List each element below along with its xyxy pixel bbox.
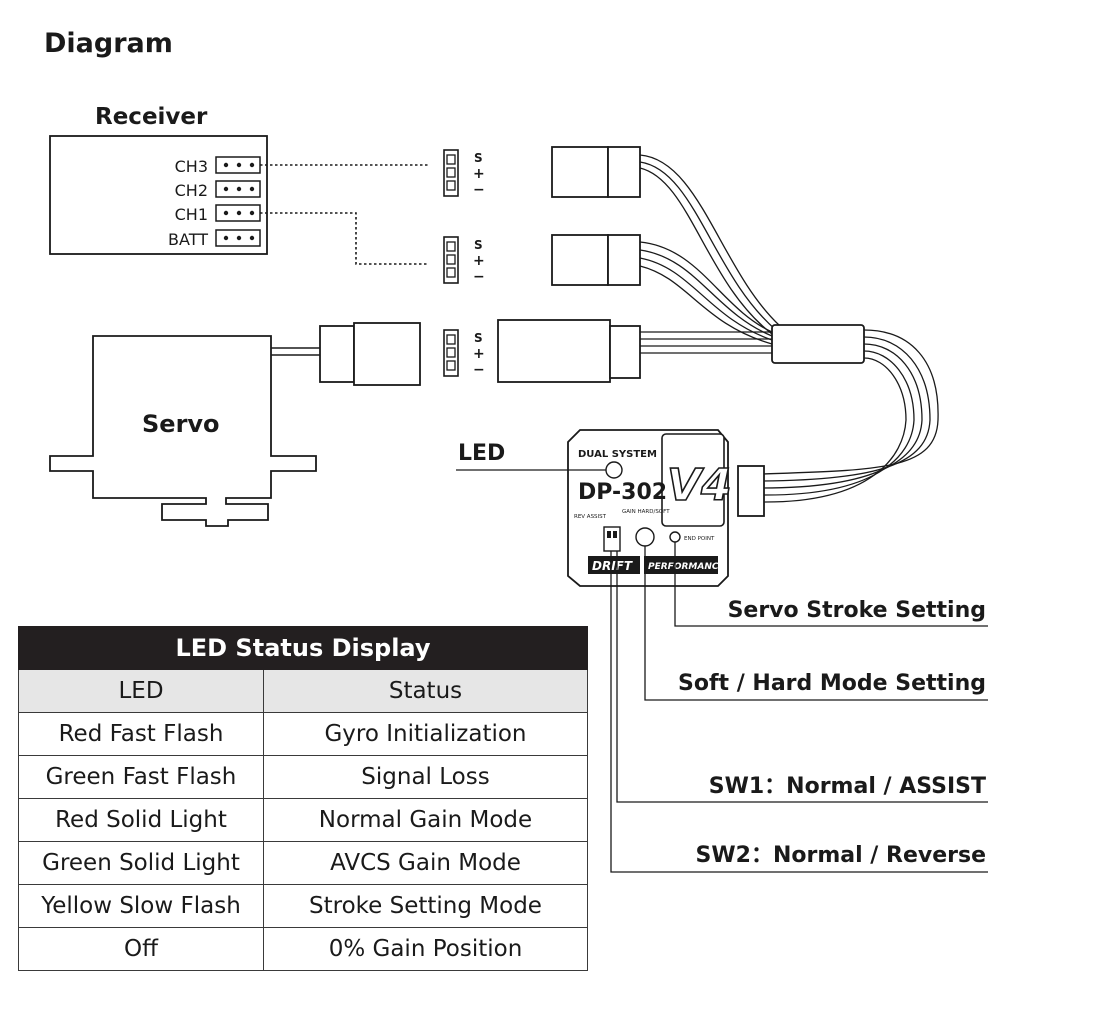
svg-text:+: + — [473, 253, 485, 269]
receiver-pin-header — [215, 156, 261, 247]
harness-plug — [551, 234, 641, 286]
receiver-channel-label: BATT — [168, 230, 208, 249]
callout-lines — [456, 469, 988, 873]
led-cell: Green Fast Flash — [18, 755, 264, 799]
status-cell: Signal Loss — [263, 755, 588, 799]
ch1-dotted-connection — [260, 212, 428, 265]
gyro-version-logo: V4 — [667, 460, 732, 511]
status-cell: Gyro Initialization — [263, 712, 588, 756]
led-cell: Red Fast Flash — [18, 712, 264, 756]
led-cell: Red Solid Light — [18, 798, 264, 842]
led-cell: Yellow Slow Flash — [18, 884, 264, 928]
gyro-gain-label: GAIN HARD/SOFT — [622, 509, 670, 515]
servo-plug — [353, 322, 421, 386]
led-cell: Off — [18, 927, 264, 971]
led-indicator — [605, 461, 623, 479]
table-row: Yellow Slow Flash Stroke Setting Mode — [18, 884, 588, 928]
svg-text:−: − — [473, 362, 485, 378]
receiver-channel-label: CH2 — [175, 181, 208, 200]
table-row: Green Solid Light AVCS Gain Mode — [18, 841, 588, 885]
gain-dial[interactable] — [635, 527, 655, 547]
status-cell: AVCS Gain Mode — [263, 841, 588, 885]
svg-text:−: − — [473, 269, 485, 285]
gyro-logo-panel — [661, 433, 725, 527]
svg-text:+: + — [473, 346, 485, 362]
svg-text:S: S — [474, 238, 483, 252]
led-callout: LED — [458, 441, 505, 466]
gyro-footer-right: PERFORMANCE — [648, 562, 725, 572]
gyro-brand: DUAL SYSTEM — [578, 449, 657, 460]
led-table-title: LED Status Display — [18, 626, 588, 670]
sw2-callout: SW2：Normal / Reverse — [696, 843, 986, 868]
receiver-channel-label: CH1 — [175, 205, 208, 224]
svg-text:−: − — [473, 182, 485, 198]
led-status-table: LED Status Display LED Status Red Fast F… — [18, 626, 588, 971]
dip-switch[interactable] — [603, 526, 621, 552]
column-header-led: LED — [18, 669, 264, 713]
receiver-title: Receiver — [95, 104, 208, 130]
table-row: Red Solid Light Normal Gain Mode — [18, 798, 588, 842]
servo-plug — [319, 325, 355, 383]
end-point-dial[interactable] — [669, 531, 681, 543]
sw1-callout: SW1：Normal / ASSIST — [709, 774, 986, 799]
harness-plug — [497, 319, 641, 383]
gyro-footer-left: DRIFT — [592, 559, 633, 573]
page-title: Diagram — [44, 28, 173, 59]
harness-wires — [639, 154, 939, 503]
gyro-unit: V4 DUAL SYSTEM DP-302 REV ASSIST GAIN HA… — [567, 429, 765, 587]
receiver-channel-label: CH3 — [175, 157, 208, 176]
gyro-model: DP-302 — [578, 480, 667, 505]
soft-hard-callout: Soft / Hard Mode Setting — [678, 671, 986, 696]
servo-body — [49, 335, 317, 527]
svg-text:S: S — [474, 331, 483, 345]
harness-plug — [551, 146, 641, 198]
table-row: Off 0% Gain Position — [18, 927, 588, 971]
servo: Servo — [49, 322, 421, 527]
gyro-end-point-label: END POINT — [684, 536, 715, 542]
servo-stroke-callout: Servo Stroke Setting — [728, 598, 986, 623]
status-cell: 0% Gain Position — [263, 927, 588, 971]
led-cell: Green Solid Light — [18, 841, 264, 885]
servo-title: Servo — [142, 410, 220, 438]
receiver: Receiver CH3 CH2 CH1 BATT — [49, 104, 268, 255]
status-cell: Stroke Setting Mode — [263, 884, 588, 928]
plug-symbol: S + − — [443, 236, 485, 285]
table-row: Red Fast Flash Gyro Initialization — [18, 712, 588, 756]
status-cell: Normal Gain Mode — [263, 798, 588, 842]
plug-symbol: S + − — [443, 329, 485, 378]
table-row: Green Fast Flash Signal Loss — [18, 755, 588, 799]
column-header-status: Status — [263, 669, 588, 713]
svg-text:S: S — [474, 151, 483, 165]
plug-symbol: S + − — [443, 149, 485, 198]
gyro-sw-label: REV ASSIST — [574, 514, 607, 520]
svg-text:+: + — [473, 166, 485, 182]
harness-sleeve — [771, 324, 865, 364]
